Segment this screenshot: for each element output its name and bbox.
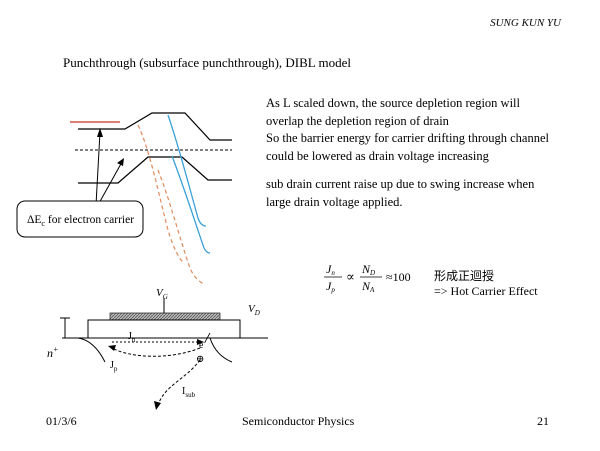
paragraph-dibl-explanation: As L scaled down, the source depletion r… [266,95,596,165]
formula-nd: ND [361,262,375,277]
text-line: sub drain current raise up due to swing … [266,177,535,191]
jp-arrow-curve [111,347,201,357]
drain-band-curve-1 [167,114,207,227]
lowered-barrier-curve-2 [157,169,205,285]
formula-propto: ∝ [346,269,355,284]
isub-label: Isub [182,386,196,399]
callout-text: ΔEc for electron carrier [27,214,134,228]
conduction-band-line [78,112,232,141]
text-line: overlap the depletion region of drain [266,113,449,128]
gate-electrode [109,312,221,321]
jp-label: Jp [110,360,118,373]
valence-band-line [78,156,232,184]
text-line: large drain voltage applied. [266,194,403,209]
current-ratio-formula: Jn Jp ∝ ND NA ≈100 形成正迴授 => Hot Carrier … [324,262,538,298]
formula-na: NA [361,279,375,294]
drain-band-curve-2 [171,155,211,254]
callout-arrowhead-2 [117,158,124,166]
formula-jp: Jp [326,279,335,294]
substrate-top-region [87,319,241,339]
gate-voltage-label: VG [156,287,168,301]
drain-voltage-label: VD [248,303,260,317]
jp-arrowhead [108,345,116,351]
callout-arrowhead-1 [97,128,103,137]
jn-label: Jn [128,331,136,344]
text-line: could be lowered as drain voltage increa… [266,148,489,163]
electron-label: e- [199,338,206,351]
slide-title: Punchthrough (subsurface punchthrough), … [63,55,351,70]
footer-date: 01/3/6 [46,414,77,428]
text-line: As L scaled down, the source depletion r… [266,96,520,110]
drain-junction-curve [209,337,233,363]
isub-arrowhead [154,401,161,410]
author-header: SUNG KUN YU [490,17,561,29]
callout-box [16,200,144,238]
footer-page-number: 21 [537,414,549,428]
text-line: So the barrier energy for carrier drifti… [266,131,549,145]
footer-course: Semiconductor Physics [242,414,355,428]
source-n-plus-label: n+ [47,345,58,360]
formula-jn: Jn [326,262,335,277]
callout-pointer-2 [97,161,123,206]
electron-path [204,332,211,343]
formula-cjk-note: 形成正迴授 [434,268,494,283]
callout-pointer-1 [95,131,101,206]
paragraph-subthreshold-current: sub drain current raise up due to swing … [266,176,596,211]
formula-approx: ≈100 [386,270,411,284]
formula-effect: => Hot Carrier Effect [434,284,538,298]
jn-arrowhead [197,339,204,345]
hole-icon: ⊕ [196,354,204,365]
isub-arrow-curve [157,359,201,406]
source-junction-curve [77,337,106,363]
